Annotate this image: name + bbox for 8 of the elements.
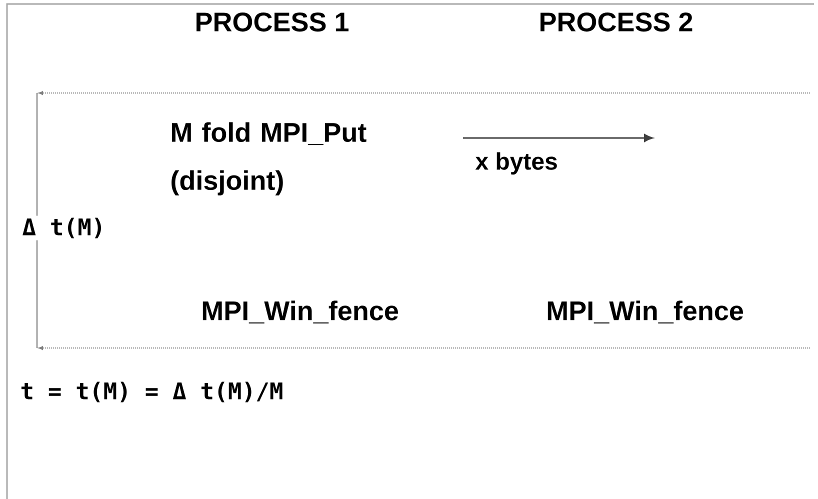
dimension-label: Δ t(M)	[20, 216, 108, 240]
column-heading: PROCESS 2	[540, 12, 692, 32]
arrow-label: x bytes	[475, 152, 557, 175]
column-heading: PROCESS 1	[196, 12, 348, 32]
call-label: MPI_Win_fence	[202, 300, 398, 324]
formula-text: t = t(M) = Δ t(M)/M	[21, 382, 282, 402]
call-label: MPI_Win_fence	[548, 300, 744, 324]
call-label: M fold MPI_Put (disjoint)	[172, 122, 366, 196]
